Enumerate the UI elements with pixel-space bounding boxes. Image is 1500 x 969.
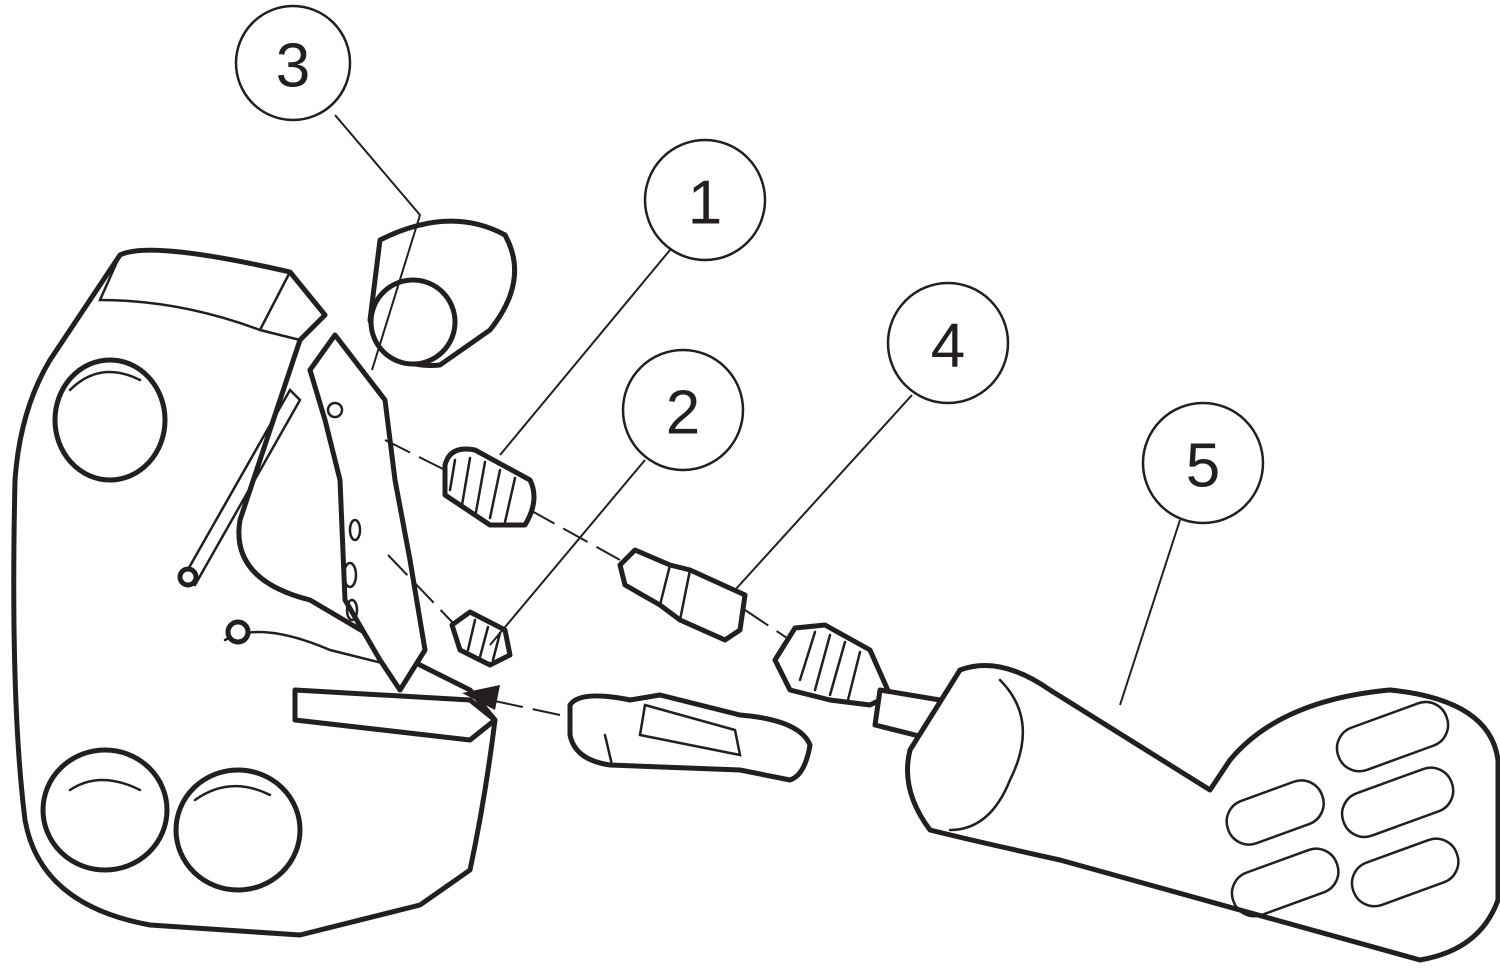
leader-line-5 xyxy=(1119,519,1181,706)
key-bit-part xyxy=(617,547,748,643)
insert-direction-line xyxy=(489,699,561,716)
torque-handle-part xyxy=(772,622,1500,963)
leader-line-3 xyxy=(334,114,422,371)
callout-label: 1 xyxy=(688,169,722,238)
clamp-arm xyxy=(307,332,428,693)
threaded-screw-part xyxy=(442,446,537,528)
small-screw-part xyxy=(449,609,513,668)
assembly-axis-line xyxy=(384,439,791,641)
tool-holder-body xyxy=(11,247,498,938)
leader-line-4 xyxy=(734,394,913,591)
callout-3: 3 xyxy=(234,4,352,122)
callout-5: 5 xyxy=(1141,401,1265,525)
callout-label: 5 xyxy=(1186,432,1220,501)
callout-1: 1 xyxy=(643,138,767,262)
callout-2: 2 xyxy=(621,348,745,472)
callout-4: 4 xyxy=(886,281,1010,405)
insert-arrow-icon xyxy=(462,685,500,710)
callout-label: 4 xyxy=(931,312,965,381)
leader-line-1 xyxy=(499,249,671,456)
callout-label: 3 xyxy=(276,32,310,101)
cutting-insert-part xyxy=(567,692,813,783)
callout-label: 2 xyxy=(666,379,700,448)
leader-line-2 xyxy=(489,459,646,646)
sleeve-part xyxy=(367,218,518,368)
